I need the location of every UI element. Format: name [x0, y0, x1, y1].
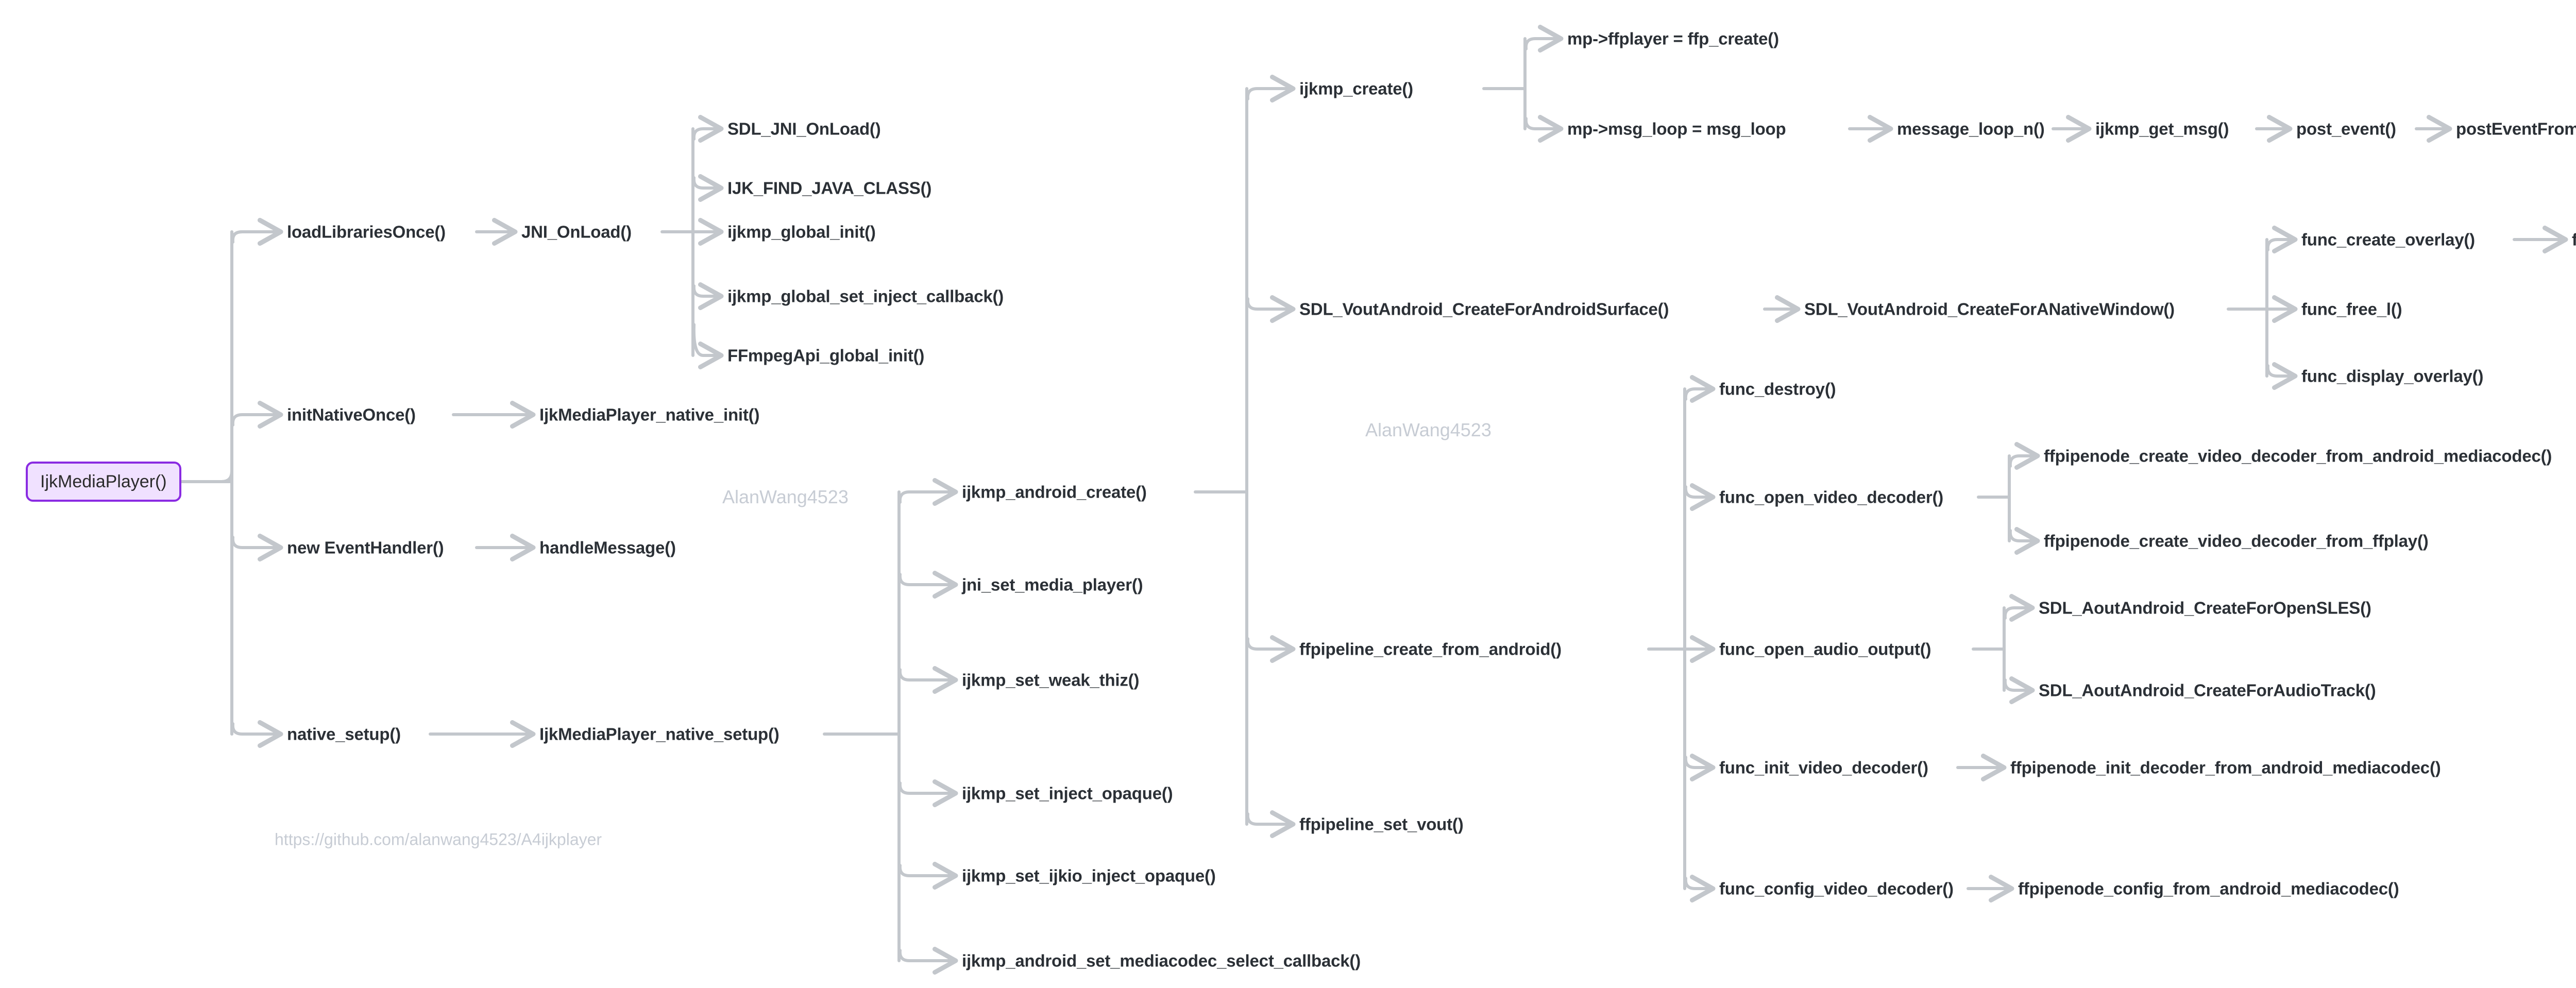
node-ffpipeline-set-vout[interactable]: ffpipeline_set_vout(): [1299, 814, 1464, 834]
node-ffpipenode-config-from-android-mediacodec[interactable]: ffpipenode_config_from_android_mediacode…: [2018, 879, 2399, 898]
watermark-mid-right: AlanWang4523: [1365, 419, 1492, 440]
node-ffpipeline-create-from-android[interactable]: ffpipeline_create_from_android(): [1299, 639, 1562, 659]
node-ijkmp-global-init[interactable]: ijkmp_global_init(): [727, 222, 876, 242]
node-ffpipenode-create-video-decoder-from-android-mediacodec[interactable]: ffpipenode_create_video_decoder_from_and…: [2044, 446, 2552, 466]
node-func-init-video-decoder[interactable]: func_init_video_decoder(): [1719, 758, 1928, 777]
node-func-display-overlay[interactable]: func_display_overlay(): [2301, 366, 2484, 386]
node-ffpipenode-init-decoder-from-android-mediacodec[interactable]: ffpipenode_init_decoder_from_android_med…: [2010, 758, 2441, 777]
node-sdl-aoutandroid-create-for-opensles[interactable]: SDL_AoutAndroid_CreateForOpenSLES(): [2039, 598, 2371, 618]
node-post-event-from-native[interactable]: postEventFromNative(): [2456, 119, 2576, 139]
node-func-destroy[interactable]: func_destroy(): [1719, 379, 1836, 399]
node-ffpipenode-create-video-decoder-from-ffplay[interactable]: ffpipenode_create_video_decoder_from_ffp…: [2044, 531, 2429, 551]
node-mp-ffplayer-assign[interactable]: mp->ffplayer = ffp_create(): [1567, 29, 1779, 48]
node-init-native-once[interactable]: initNativeOnce(): [287, 405, 416, 424]
node-ijkmp-set-weak-thiz[interactable]: ijkmp_set_weak_thiz(): [962, 670, 1140, 690]
node-ijkmediaplayer-native-init[interactable]: IjkMediaPlayer_native_init(): [539, 405, 760, 424]
node-ijkmp-set-inject-opaque[interactable]: ijkmp_set_inject_opaque(): [962, 783, 1173, 803]
watermark-repo-url: https://github.com/alanwang4523/A4ijkpla…: [275, 830, 602, 849]
node-sdl-aoutandroid-create-for-audiotrack[interactable]: SDL_AoutAndroid_CreateForAudioTrack(): [2039, 680, 2376, 700]
node-root[interactable]: IjkMediaPlayer(): [26, 462, 181, 502]
node-ijk-find-java-class[interactable]: IJK_FIND_JAVA_CLASS(): [727, 178, 932, 198]
node-jni-set-media-player[interactable]: jni_set_media_player(): [962, 575, 1143, 594]
node-native-setup[interactable]: native_setup(): [287, 724, 401, 744]
watermark-mid-left: AlanWang4523: [722, 486, 849, 507]
node-sdl-jni-onload[interactable]: SDL_JNI_OnLoad(): [727, 119, 881, 139]
node-ijkmp-get-msg[interactable]: ijkmp_get_msg(): [2095, 119, 2229, 139]
node-post-event[interactable]: post_event(): [2296, 119, 2396, 139]
node-sdl-voutandroid-create-for-anative-window[interactable]: SDL_VoutAndroid_CreateForANativeWindow(): [1804, 299, 2175, 319]
node-load-libraries-once[interactable]: loadLibrariesOnce(): [287, 222, 446, 242]
node-func-free-l[interactable]: func_free_l(): [2301, 299, 2402, 319]
node-func-config-video-decoder[interactable]: func_config_video_decoder(): [1719, 879, 1954, 898]
node-ijkmediaplayer-native-setup[interactable]: IjkMediaPlayer_native_setup(): [539, 724, 779, 744]
node-ijkmp-global-set-inject-callback[interactable]: ijkmp_global_set_inject_callback(): [727, 286, 1004, 306]
node-message-loop-n[interactable]: message_loop_n(): [1897, 119, 2045, 139]
node-sdl-voutandroid-create-for-android-surface[interactable]: SDL_VoutAndroid_CreateForAndroidSurface(…: [1299, 299, 1669, 319]
node-new-event-handler[interactable]: new EventHandler(): [287, 538, 444, 557]
node-func-open-video-decoder[interactable]: func_open_video_decoder(): [1719, 487, 1944, 507]
node-ijkmp-android-set-mediacodec-select-callback[interactable]: ijkmp_android_set_mediacodec_select_call…: [962, 951, 1361, 970]
node-mp-msg-loop-assign[interactable]: mp->msg_loop = msg_loop: [1567, 119, 1786, 139]
node-ijkmp-create[interactable]: ijkmp_create(): [1299, 79, 1413, 98]
node-handle-message[interactable]: handleMessage(): [539, 538, 676, 557]
node-func-create-overlay[interactable]: func_create_overlay(): [2301, 230, 2475, 249]
node-func-open-audio-output[interactable]: func_open_audio_output(): [1719, 639, 1931, 659]
node-func-create-overlay-l[interactable]: func_create_overlay_l(): [2572, 230, 2576, 249]
node-ijkmp-android-create[interactable]: ijkmp_android_create(): [962, 482, 1147, 502]
node-jni-onload[interactable]: JNI_OnLoad(): [521, 222, 632, 242]
node-ijkmp-set-ijkio-inject-opaque[interactable]: ijkmp_set_ijkio_inject_opaque(): [962, 866, 1216, 885]
node-ffmpegapi-global-init[interactable]: FFmpegApi_global_init(): [727, 346, 925, 365]
